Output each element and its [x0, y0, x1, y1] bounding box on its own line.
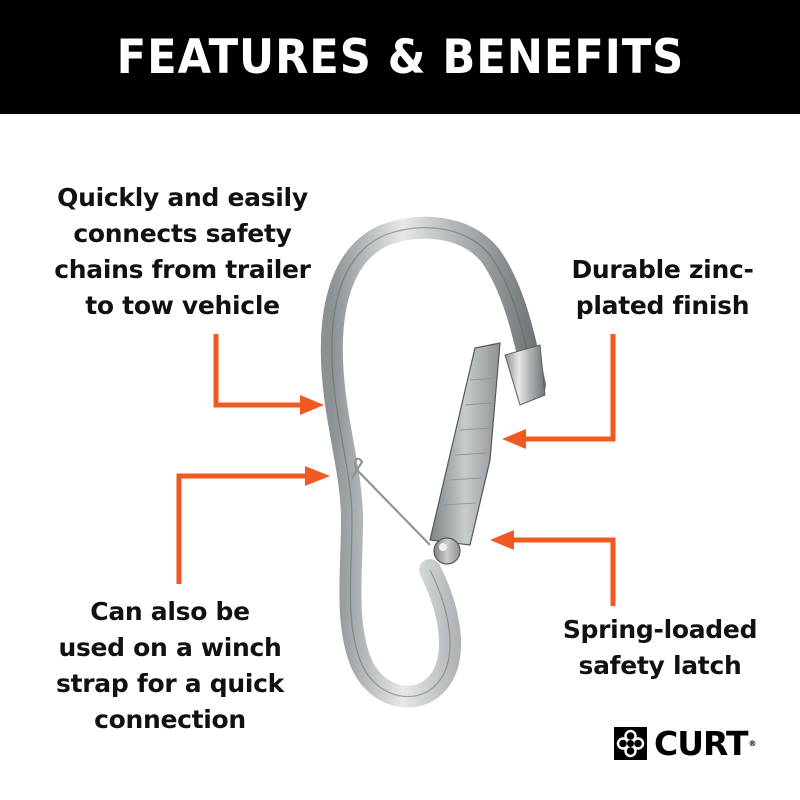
feature-line: connection: [94, 705, 246, 734]
curt-logo: CURT®: [614, 724, 756, 763]
spring-wire: [351, 457, 431, 546]
feature-winch-strap: Can also be used on a winch strap for a …: [45, 594, 295, 738]
arrow-winch-line: [176, 473, 310, 584]
arrow-heads: [300, 395, 526, 550]
latch-gate: [429, 342, 501, 546]
feature-quick-connect: Quickly and easily connects safety chain…: [30, 180, 335, 324]
feature-line: Spring-loaded: [562, 615, 758, 644]
arrowhead-left-icon: [490, 530, 514, 550]
arrow-group: [176, 334, 616, 606]
arrow-latch-line: [510, 537, 616, 606]
arrow-quick-connect-line: [213, 334, 305, 408]
feature-line: Durable zinc-: [571, 255, 754, 284]
feature-line: to tow vehicle: [85, 291, 280, 320]
feature-line: connects safety: [73, 219, 292, 248]
feature-line: chains from trailer: [54, 255, 311, 284]
feature-safety-latch: Spring-loaded safety latch: [540, 612, 780, 684]
header-banner: FEATURES & BENEFITS: [0, 0, 800, 114]
arrowhead-left-icon: [502, 429, 526, 449]
arrowhead-right-icon: [300, 395, 324, 415]
curt-logo-mark-icon: [614, 727, 647, 760]
feature-line: plated finish: [575, 291, 750, 320]
curt-logo-text: CURT®: [654, 724, 756, 763]
feature-line: Can also be: [90, 597, 250, 626]
feature-line: used on a winch: [58, 633, 282, 662]
arrow-zinc-line: [525, 334, 616, 442]
page-title: FEATURES & BENEFITS: [116, 29, 684, 85]
s-hook-illustration: [320, 216, 546, 708]
feature-line: safety latch: [578, 651, 742, 680]
feature-line: Quickly and easily: [57, 183, 308, 212]
rivet: [433, 537, 461, 565]
feature-line: strap for a quick: [56, 669, 284, 698]
hook-tip: [504, 344, 546, 406]
arrowhead-right-icon: [305, 466, 330, 486]
feature-zinc-finish: Durable zinc- plated finish: [545, 252, 780, 324]
